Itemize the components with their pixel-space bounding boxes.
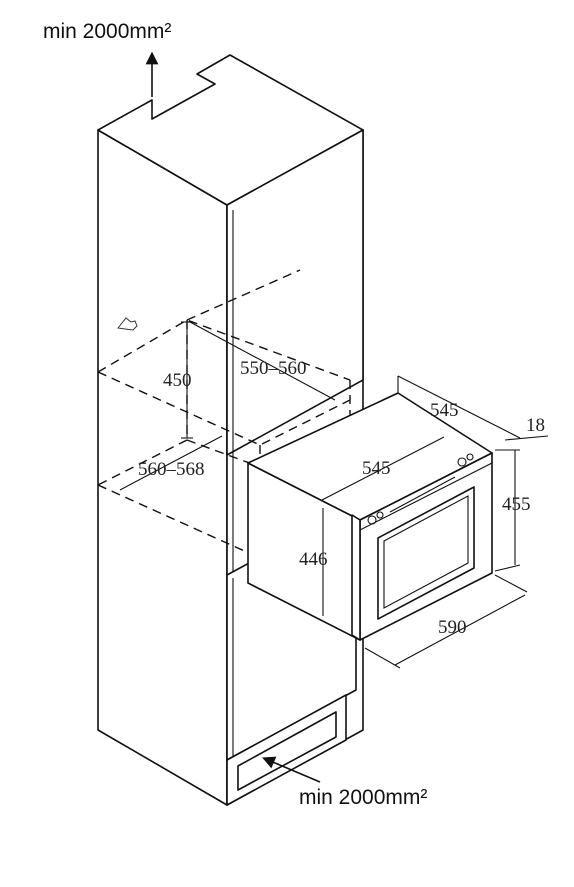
dimension-lines	[119, 321, 549, 669]
dim-niche-width: 550–560	[240, 358, 307, 379]
top-airflow-label: min 2000mm²	[43, 20, 171, 43]
upper-door	[226, 129, 364, 456]
dim-front-height: 455	[502, 494, 531, 515]
appliance-control-strip	[359, 452, 493, 531]
dim-appliance-depth-inner: 545	[362, 458, 391, 479]
plinth-vent	[226, 694, 347, 806]
appliance-window	[377, 486, 475, 620]
dim-niche-height: 450	[163, 370, 192, 391]
dim-front-width: 590	[438, 617, 467, 638]
dim-front-thickness: 18	[526, 415, 545, 436]
bottom-airflow-arrow-icon	[262, 756, 321, 783]
dim-body-height: 446	[299, 549, 328, 570]
bottom-airflow-label: min 2000mm²	[299, 786, 427, 809]
pointer-cursor-icon	[117, 317, 138, 331]
appliance	[247, 392, 493, 641]
dim-appliance-depth-outer: 545	[430, 400, 459, 421]
dim-niche-depth: 560–568	[138, 459, 205, 480]
